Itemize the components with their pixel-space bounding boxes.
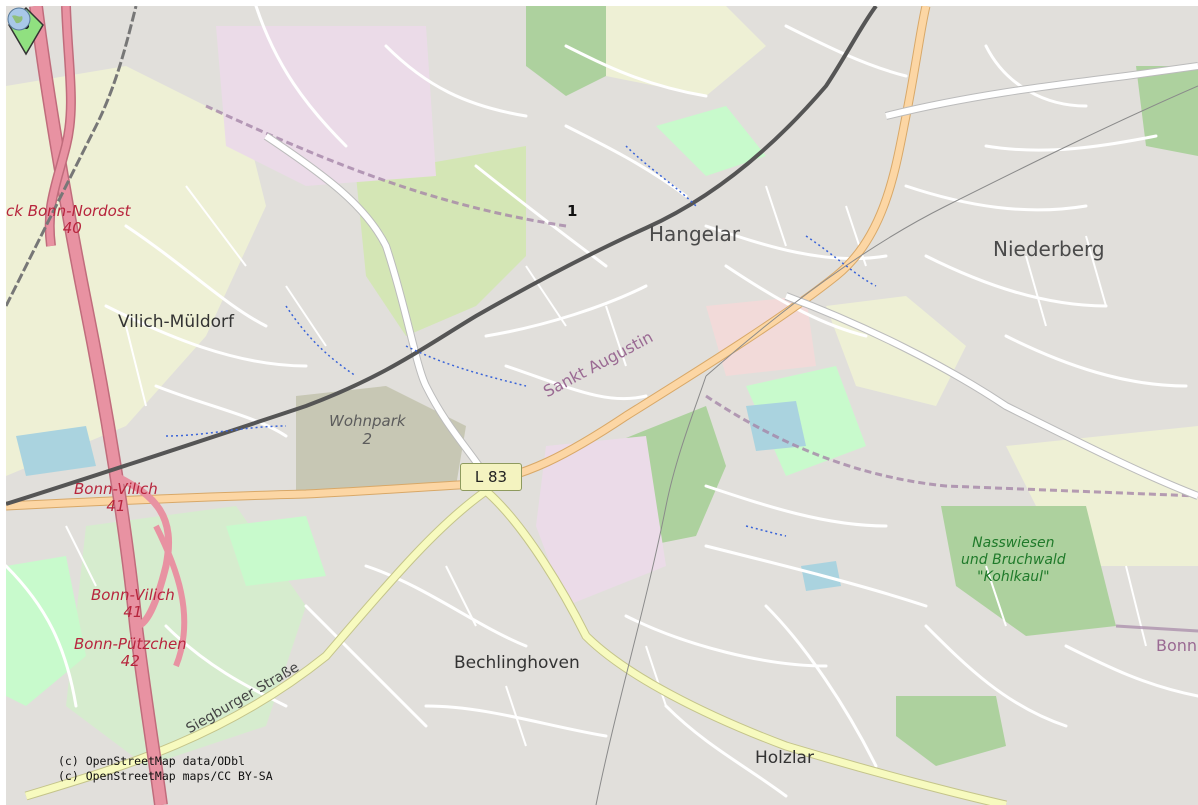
place-label-hangelar: Hangelar	[649, 222, 741, 246]
forest-nasswiesen	[941, 506, 1116, 636]
railway	[6, 6, 878, 506]
area-name: Wohnpark	[329, 412, 406, 430]
road-shield-l83: L 83	[460, 463, 522, 491]
admin-boundary	[205, 104, 1198, 498]
junction-number: 41	[123, 603, 143, 621]
map-tiles[interactable]	[6, 6, 1198, 805]
marker-number: 1	[567, 202, 578, 220]
junction-name: ck Bonn-Nordost	[6, 202, 131, 220]
area-name-line2: und Bruchwald	[961, 552, 1066, 568]
minor-roads	[6, 6, 1198, 798]
secondary-road	[24, 486, 1007, 805]
junction-number: 40	[62, 219, 82, 237]
junction-name: Bonn-Vilich	[74, 480, 158, 498]
place-label-holzlar: Holzlar	[755, 748, 814, 768]
junction-number: 42	[120, 652, 140, 670]
area-label-nasswiesen: Nasswiesen und Bruchwald "Kohlkaul"	[961, 536, 1066, 584]
area-name-line1: Nasswiesen	[972, 535, 1055, 551]
globe-icon[interactable]	[6, 6, 32, 32]
motorway	[30, 6, 167, 805]
junction-label-vilich-a: Bonn-Vilich 41	[74, 482, 158, 514]
area-number: 2	[362, 430, 373, 448]
junction-name: Bonn-Pützchen	[74, 635, 187, 653]
place-label-niederberg: Niederberg	[993, 237, 1105, 261]
junction-number: 41	[106, 497, 126, 515]
streams	[165, 145, 877, 537]
area-name-line3: "Kohlkaul"	[977, 569, 1050, 585]
power-lines	[595, 85, 1198, 805]
attribution-line-2: (c) OpenStreetMap maps/CC BY-SA	[58, 769, 273, 783]
place-label-vilich-muldorf: Vilich-Müldorf	[118, 312, 235, 332]
farmland-area	[6, 66, 266, 476]
boundary-label-bonn: Bonn	[1156, 636, 1198, 655]
industrial-area	[216, 26, 436, 186]
wohnpark-area	[296, 386, 466, 496]
service-roads	[65, 185, 1147, 747]
junction-label-nordost: ck Bonn-Nordost 40	[6, 204, 131, 236]
primary-road	[6, 6, 930, 510]
junction-name: Bonn-Vilich	[91, 586, 175, 604]
area-label-wohnpark: Wohnpark 2	[329, 414, 406, 447]
water-pond	[16, 426, 96, 476]
attribution-line-1: (c) OpenStreetMap data/ODbl	[58, 754, 245, 768]
tertiary-road	[264, 133, 489, 478]
junction-label-vilich-b: Bonn-Vilich 41	[91, 588, 175, 620]
forest-area	[526, 6, 606, 96]
place-label-bechlinghoven: Bechlinghoven	[454, 653, 580, 673]
map-view[interactable]: Hangelar Niederberg Vilich-Müldorf Bechl…	[6, 6, 1198, 805]
map-attribution: (c) OpenStreetMap data/ODbl (c) OpenStre…	[24, 754, 273, 784]
junction-label-putzchen: Bonn-Pützchen 42	[74, 637, 187, 669]
